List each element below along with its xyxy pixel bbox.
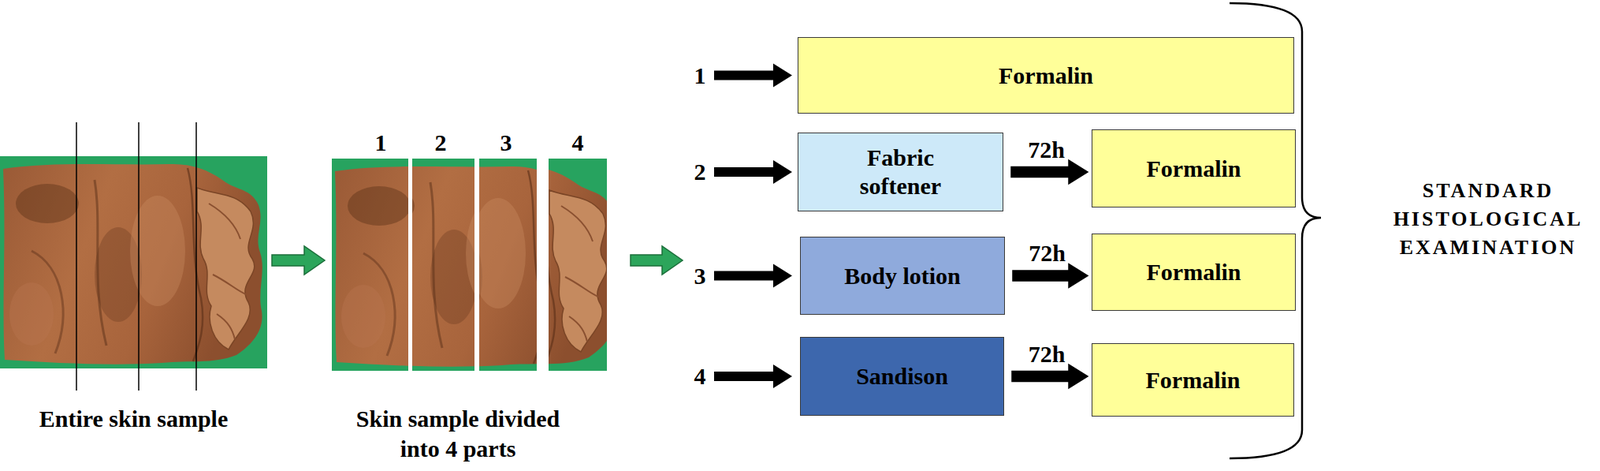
part-number: 4 <box>561 128 594 157</box>
black-arrow <box>714 364 793 388</box>
label-holder: 4 <box>684 361 716 391</box>
photo-panel: Skin sample divided into 4 parts <box>327 158 612 464</box>
box-label: Formalin <box>1146 154 1242 183</box>
black-arrow <box>714 160 793 184</box>
label-holder: 72h <box>1026 136 1067 163</box>
black-arrow <box>714 264 793 288</box>
skin-photo <box>0 156 268 369</box>
green-arrow <box>271 245 325 275</box>
edge-label: 72h <box>1026 239 1068 266</box>
part-number: 4 <box>684 361 716 391</box>
skin-piece <box>352 158 620 371</box>
process-box: Formalin <box>1091 342 1295 417</box>
box-label: Formalin <box>998 61 1094 90</box>
green-arrow <box>630 245 683 275</box>
part-number: 1 <box>364 128 397 157</box>
part-number: 3 <box>684 261 716 291</box>
label-holder: 72h <box>1026 340 1068 367</box>
side-note: STANDARD HISTOLOGICAL EXAMINATION <box>1381 176 1595 262</box>
process-box: Body lotion <box>800 236 1005 315</box>
box-label: Fabric softener <box>829 143 972 201</box>
time-arrow <box>1011 160 1088 184</box>
panel-caption: Entire skin sample <box>0 403 268 434</box>
process-box: Fabric softener <box>797 132 1004 212</box>
box-label: Formalin <box>1146 257 1242 287</box>
time-arrow <box>1012 364 1088 388</box>
black-arrow <box>714 63 793 88</box>
photo-panel: Entire skin sample <box>0 156 268 434</box>
label-holder: 4 <box>561 128 594 157</box>
box-label: Body lotion <box>844 261 961 291</box>
cut-line <box>75 122 78 391</box>
part-number: 2 <box>424 128 457 157</box>
label-holder: 2 <box>424 128 457 157</box>
label-holder: 1 <box>364 128 397 157</box>
process-box: Formalin <box>797 37 1295 114</box>
part-number: 3 <box>490 128 522 157</box>
cut-line <box>195 122 198 391</box>
label-holder: 3 <box>490 128 522 157</box>
time-arrow <box>1012 264 1088 288</box>
cut-line <box>137 122 140 391</box>
process-box: Sandison <box>800 336 1005 416</box>
label-holder: STANDARD HISTOLOGICAL EXAMINATION <box>1381 176 1595 262</box>
box-label: Sandison <box>855 361 949 391</box>
part-number: 1 <box>684 61 716 90</box>
label-holder: 72h <box>1026 239 1068 266</box>
box-label: Formalin <box>1146 365 1241 395</box>
process-box: Formalin <box>1091 233 1296 311</box>
panel-caption: Skin sample divided into 4 parts <box>342 403 575 464</box>
part-number: 2 <box>684 157 716 187</box>
label-holder: 3 <box>684 261 716 291</box>
edge-label: 72h <box>1026 340 1068 367</box>
label-holder: 1 <box>684 61 716 90</box>
label-holder: 2 <box>684 157 716 187</box>
edge-label: 72h <box>1026 136 1067 163</box>
process-box: Formalin <box>1091 129 1296 208</box>
